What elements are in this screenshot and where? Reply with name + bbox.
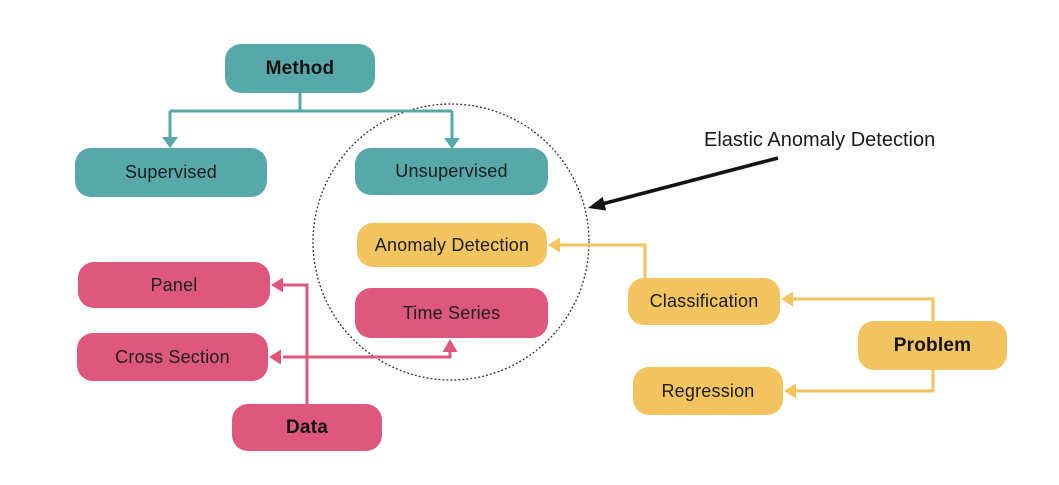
- arrowhead-time-series: [442, 339, 458, 352]
- dotted-circle-highlight: [312, 103, 590, 381]
- node-problem: Problem: [858, 321, 1007, 370]
- node-regression: Regression: [633, 367, 783, 415]
- arrowhead-supervised: [162, 137, 178, 148]
- node-cross-section: Cross Section: [77, 333, 268, 381]
- arrowhead-cross-section: [269, 349, 281, 365]
- node-unsupervised: Unsupervised: [355, 148, 548, 195]
- arrowhead-unsupervised: [444, 138, 460, 149]
- node-method: Method: [225, 44, 375, 93]
- problem-connectors: [548, 237, 935, 399]
- arrowhead-panel: [271, 277, 283, 293]
- node-supervised: Supervised: [75, 148, 267, 197]
- node-anomaly-detection: Anomaly Detection: [357, 223, 547, 267]
- annotation-label: Elastic Anomaly Detection: [704, 129, 936, 151]
- arrowhead-anomaly-detection: [548, 237, 560, 253]
- node-time-series: Time Series: [355, 288, 548, 338]
- node-data: Data: [232, 404, 382, 451]
- annotation-arrow: [588, 156, 779, 211]
- arrowhead-regression: [784, 383, 796, 399]
- data-connectors: [269, 277, 458, 404]
- annotation-arrowhead: [588, 196, 607, 211]
- node-classification: Classification: [628, 278, 780, 325]
- arrowhead-classification: [781, 291, 793, 307]
- method-connectors: [162, 93, 460, 149]
- node-panel: Panel: [78, 262, 270, 308]
